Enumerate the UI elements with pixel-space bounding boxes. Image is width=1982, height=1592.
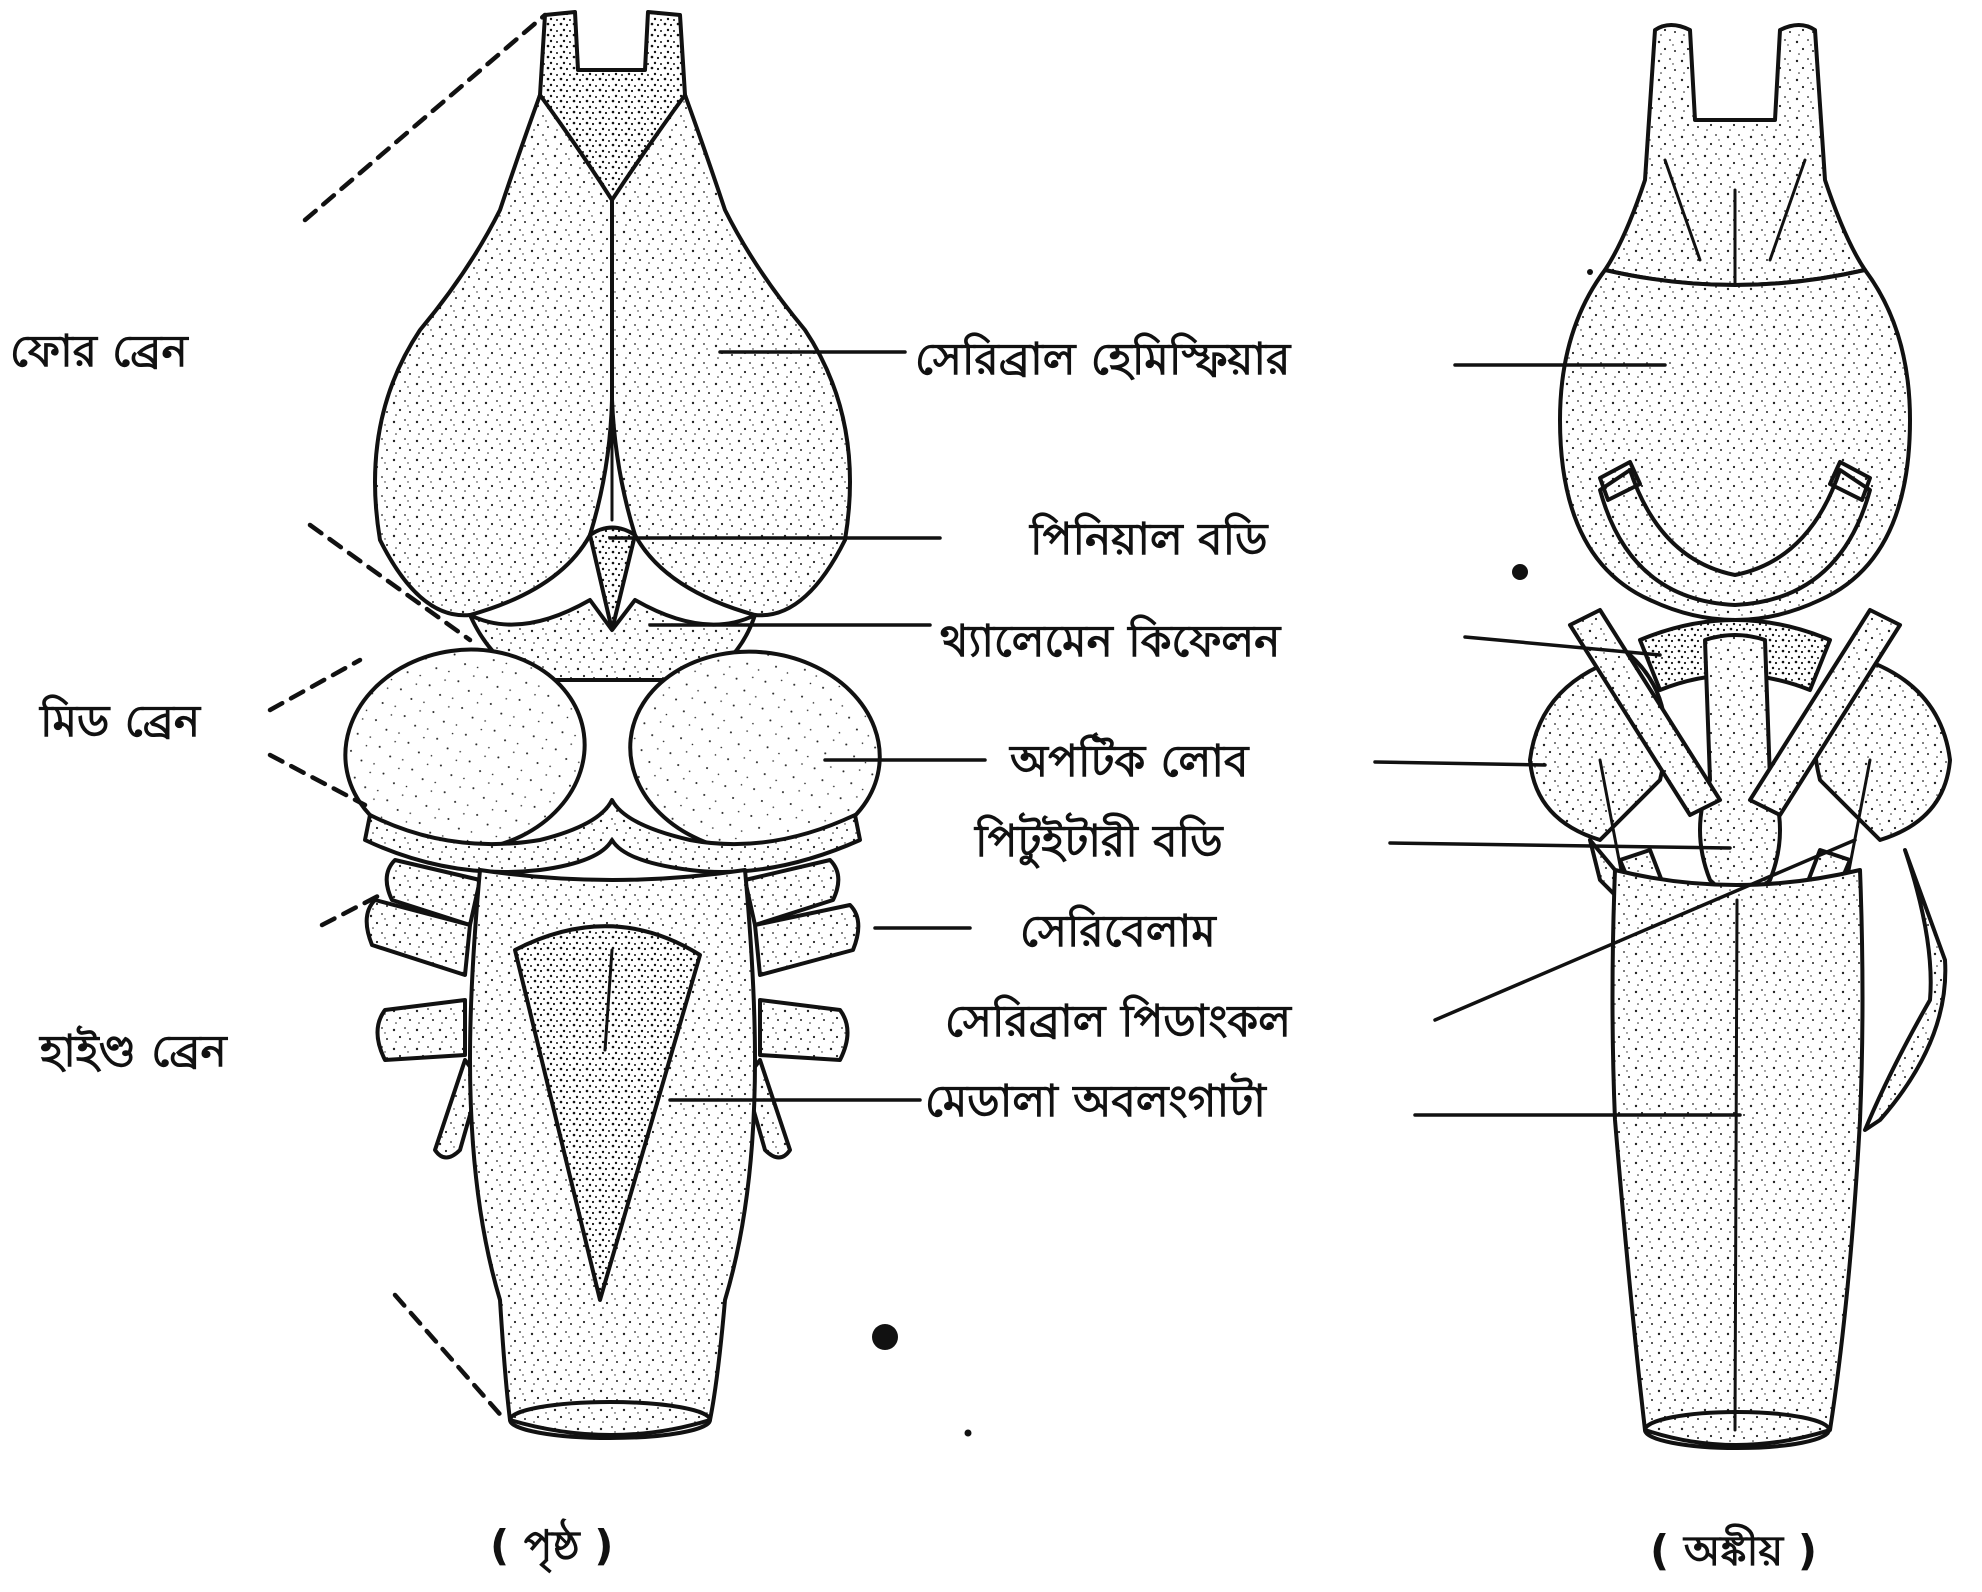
ventral-pituitary-body — [1700, 635, 1780, 895]
label-pituitary-body: পিটুইটারী বডি — [975, 820, 1223, 864]
caption-dorsal-view: ( পৃষ্ঠ ) — [490, 1525, 614, 1567]
label-fore-brain: ফোর ব্রেন — [10, 330, 188, 374]
label-optic-lobe: অপটিক লোব — [1010, 740, 1249, 784]
label-medulla-oblongata: মেডালা অবলংগাটা — [925, 1080, 1266, 1124]
label-cerebral-peduncle: সেরিব্রাল পিডাংকল — [945, 1000, 1291, 1044]
label-cerebellum: সেরিবেলাম — [1020, 910, 1216, 954]
label-cerebral-hemisphere: সেরিব্রাল হেমিস্ফিয়ার — [915, 338, 1290, 382]
label-pineal-body: পিনিয়াল বডি — [1030, 518, 1268, 562]
label-thalamencephalon: থ্যালেমেন কিফেলন — [940, 620, 1280, 664]
dorsal-view-brain — [332, 12, 890, 1438]
label-mid-brain: মিড ব্রেন — [40, 700, 200, 744]
dorsal-left-cranial-nerves — [367, 860, 480, 1158]
caption-ventral-view: ( অঙ্কীয় ) — [1650, 1530, 1817, 1572]
label-hind-brain: হাইণ্ড ব্রেন — [40, 1030, 227, 1074]
ventral-cerebral-hemispheres — [1560, 270, 1910, 620]
dorsal-right-cranial-nerves — [745, 860, 858, 1158]
dorsal-left-cerebral-hemisphere — [375, 95, 612, 615]
ventral-view-brain — [1530, 25, 1950, 1448]
